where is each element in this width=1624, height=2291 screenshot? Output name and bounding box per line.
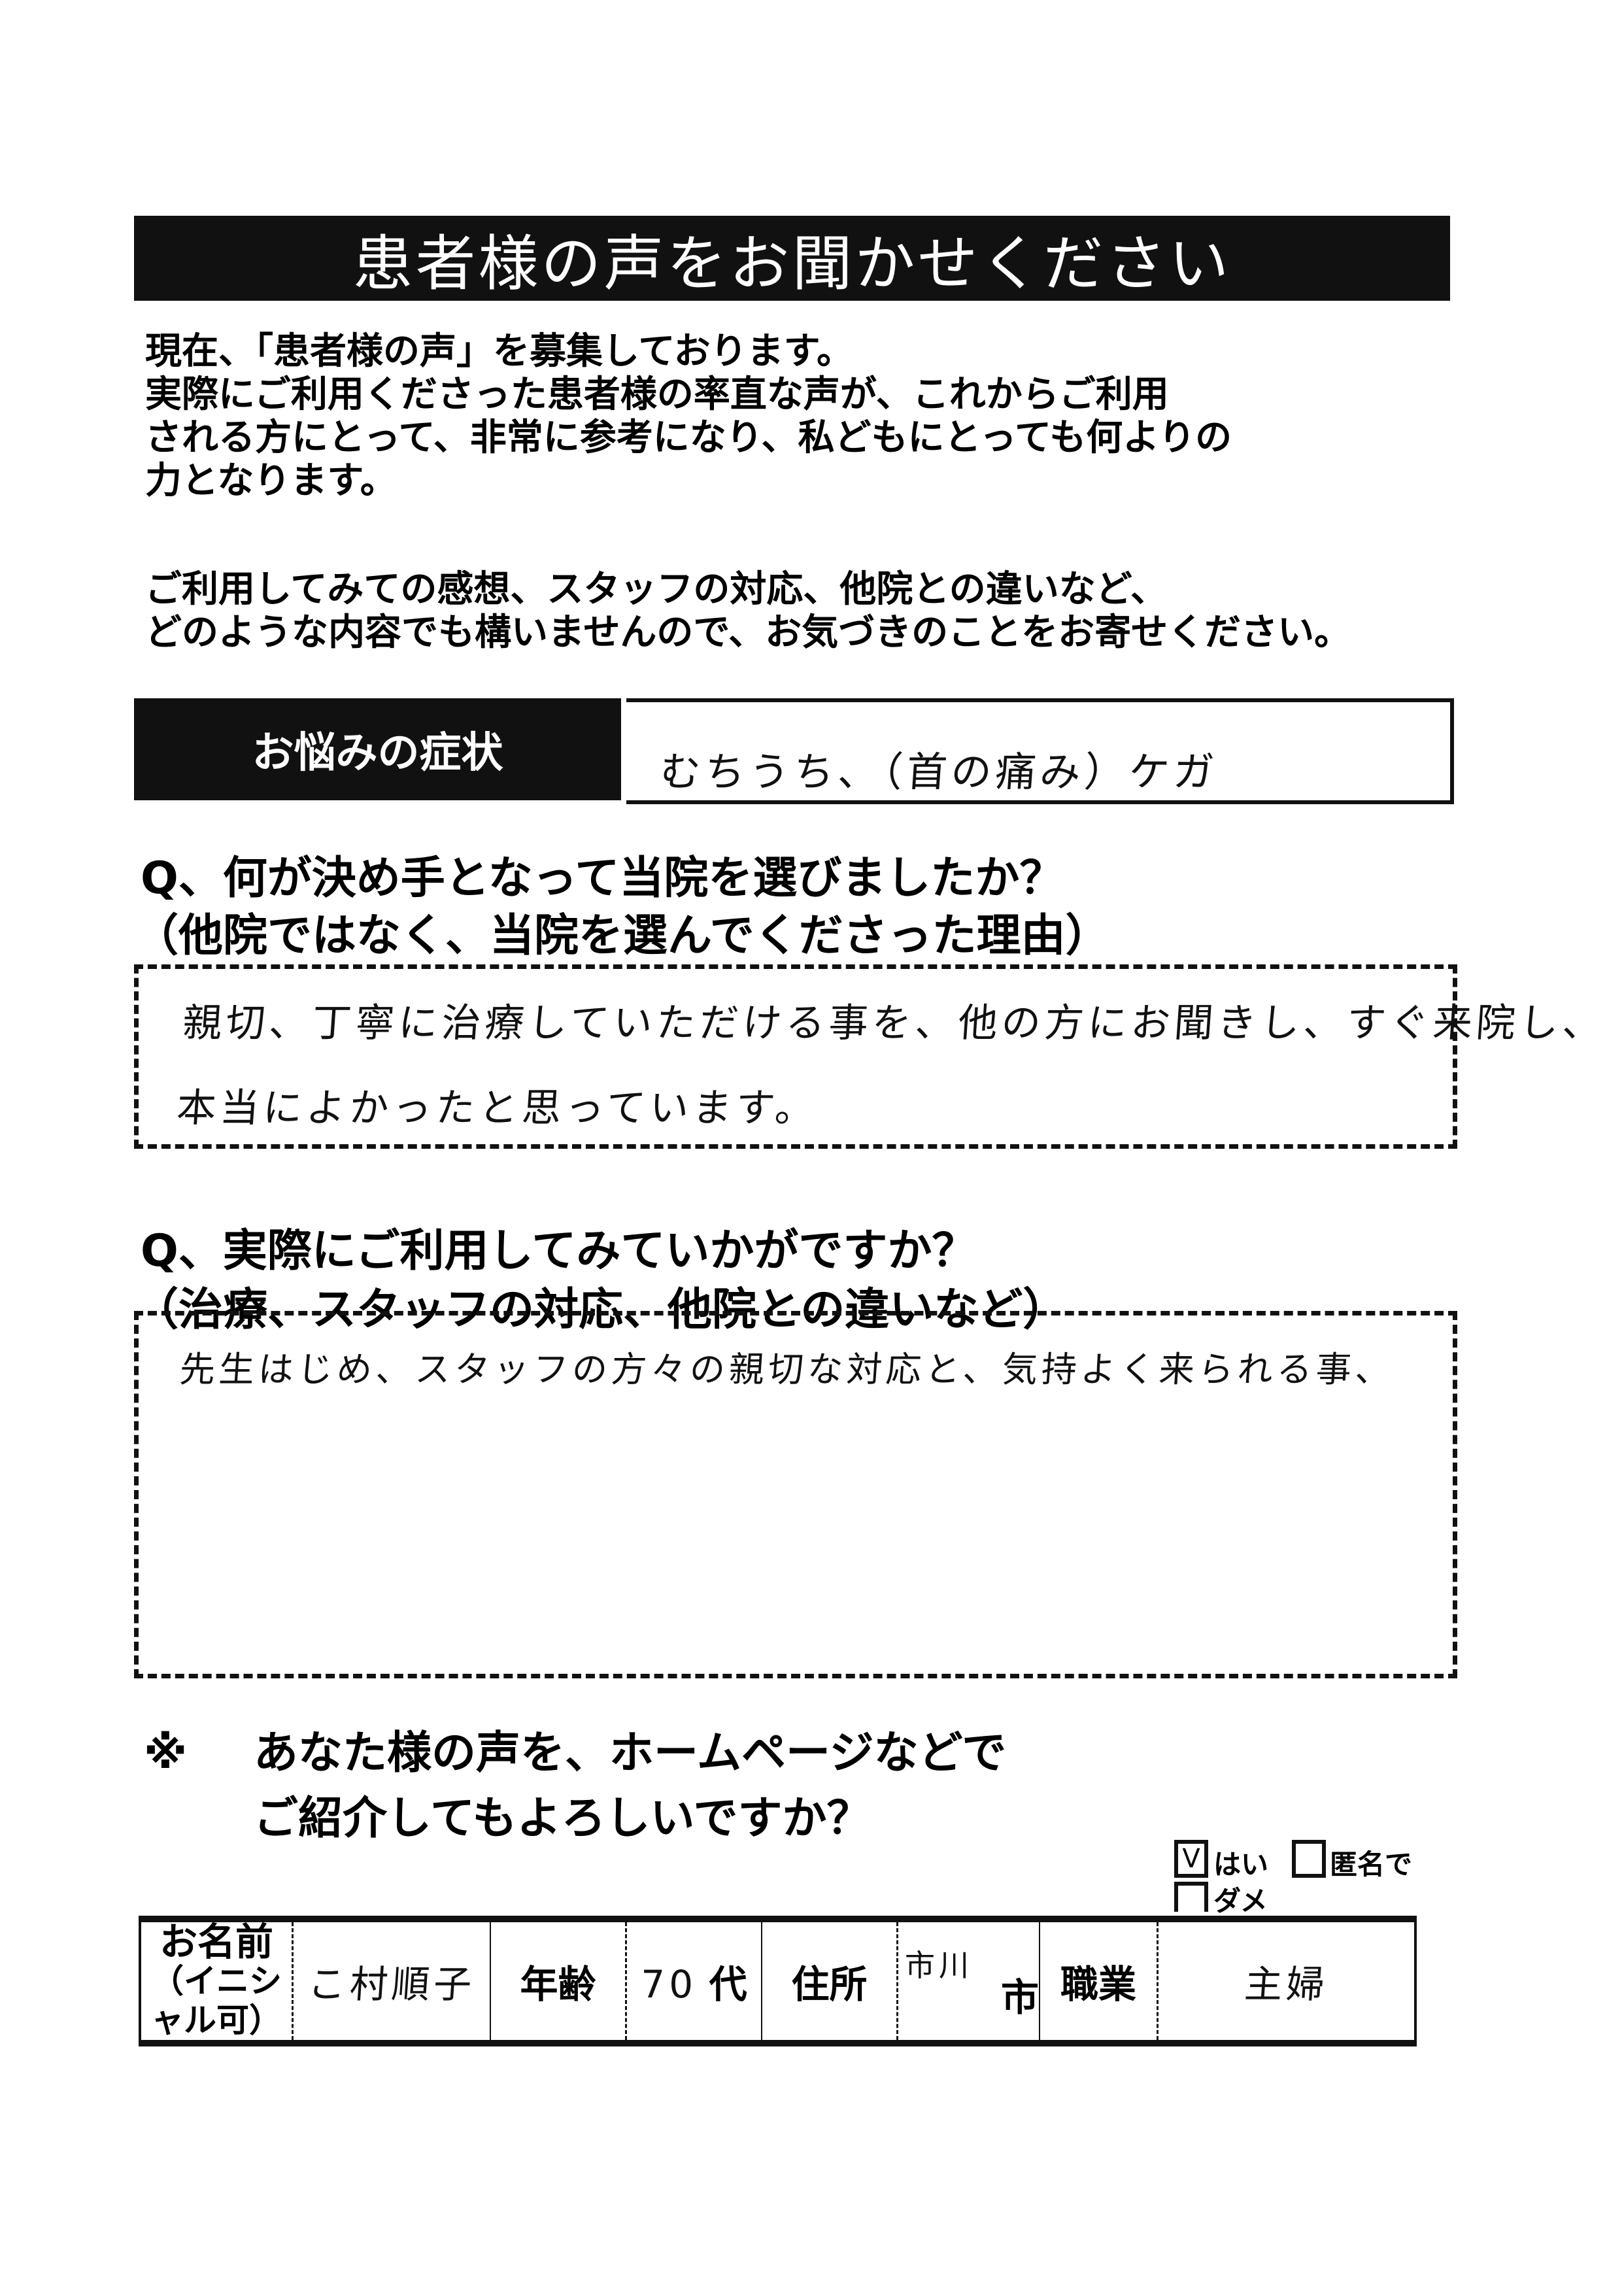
symptoms-value: むちうち、（首の痛み）ケガ [658,748,1220,796]
anonymous-label: 匿名で [1330,1848,1413,1880]
name-label: お名前（イニシャル可） [139,1919,293,2043]
job-field[interactable]: 主婦 [1153,1919,1420,2043]
no-label: ダメ [1213,1885,1268,1917]
address-field[interactable]: 市川市 [896,1919,1040,2043]
symptoms-label: お悩みの症状 [134,698,621,800]
age-value: 70 [641,1962,698,2007]
personal-info-table: お名前（イニシャル可） こ村順子 年齢 70 代 住所 市川市 職業 主婦 [139,1916,1420,2046]
q1-answer-box[interactable] [134,964,1457,1149]
address-suffix: 市 [1000,1975,1039,2020]
symptoms-field[interactable] [626,698,1454,804]
name-label-sub: （イニシャル可） [151,1962,282,2039]
intro-line: どのような内容でも構いませんので、お気づきのことをお寄せください。 [145,611,1351,654]
name-field[interactable]: こ村順子 [288,1919,495,2043]
name-label-text: お名前 [159,1920,273,1964]
q2-answer: 先生はじめ、スタッフの方々の親切な対応と、気持よく来られる事、 [178,1340,1396,1399]
answer-line: 本当によかったと思っています。 [175,1085,820,1131]
job-label: 職業 [1039,1919,1158,2043]
intro-line: される方にとって、非常に参考になり、私どもにとっても何よりの [145,416,1232,459]
q1-answer: 親切、丁寧に治療していただける事を、他の方にお聞きし、すぐ来院し、 本当によかっ… [174,981,1608,1151]
address-label: 住所 [761,1919,898,2043]
q1-subtitle: （他院ではなく、当院を選んでくださった理由） [134,910,1110,962]
answer-line: 親切、丁寧に治療していただける事を、他の方にお聞きし、すぐ来院し、 [181,1000,1608,1046]
anonymous-checkbox[interactable] [1292,1840,1326,1878]
no-checkbox[interactable] [1174,1882,1208,1912]
q1-question: Q、何が決め手となって当院を選びましたか？ [141,853,1064,904]
consent-question: ※ あなた様の声を、ホームページなどで ご紹介してもよろしいですか？ [144,1721,1006,1852]
q2-answer-box[interactable] [134,1311,1457,1678]
check-mark-icon: V [1182,1844,1200,1874]
q2-subtitle: （治療、スタッフの対応、他院との違いなど） [134,1284,1068,1336]
answer-line: 先生はじめ、スタッフの方々の親切な対応と、気持よく来られる事、 [178,1349,1396,1390]
yes-checkbox[interactable]: V [1174,1840,1208,1878]
age-label: 年齢 [490,1919,626,2043]
intro-line: 力となります。 [145,460,397,502]
intro-line: 現在、「患者様の声」を募集しております。 [145,330,854,373]
address-value: 市川 [905,1948,973,1983]
consent-line: ご紹介してもよろしいですか？ [254,1793,871,1844]
consent-line: あなた様の声を、ホームページなどで [254,1727,1007,1779]
intro-text: 現在、「患者様の声」を募集しております。 実際にご利用くださった患者様の率直な声… [145,330,1351,654]
page-title: 患者様の声をお聞かせください [134,216,1450,301]
intro-line: 実際にご利用くださった患者様の率直な声が、これからご利用 [145,373,1169,416]
q2-question: Q、実際にご利用してみていかがですか？ [141,1225,977,1277]
age-suffix: 代 [709,1962,747,2007]
note-mark: ※ [144,1727,188,1779]
intro-line: ご利用してみての感想、スタッフの対応、他院との違いなど、 [145,568,1167,611]
yes-label: はい [1213,1848,1269,1880]
age-field[interactable]: 70 代 [625,1919,762,2043]
